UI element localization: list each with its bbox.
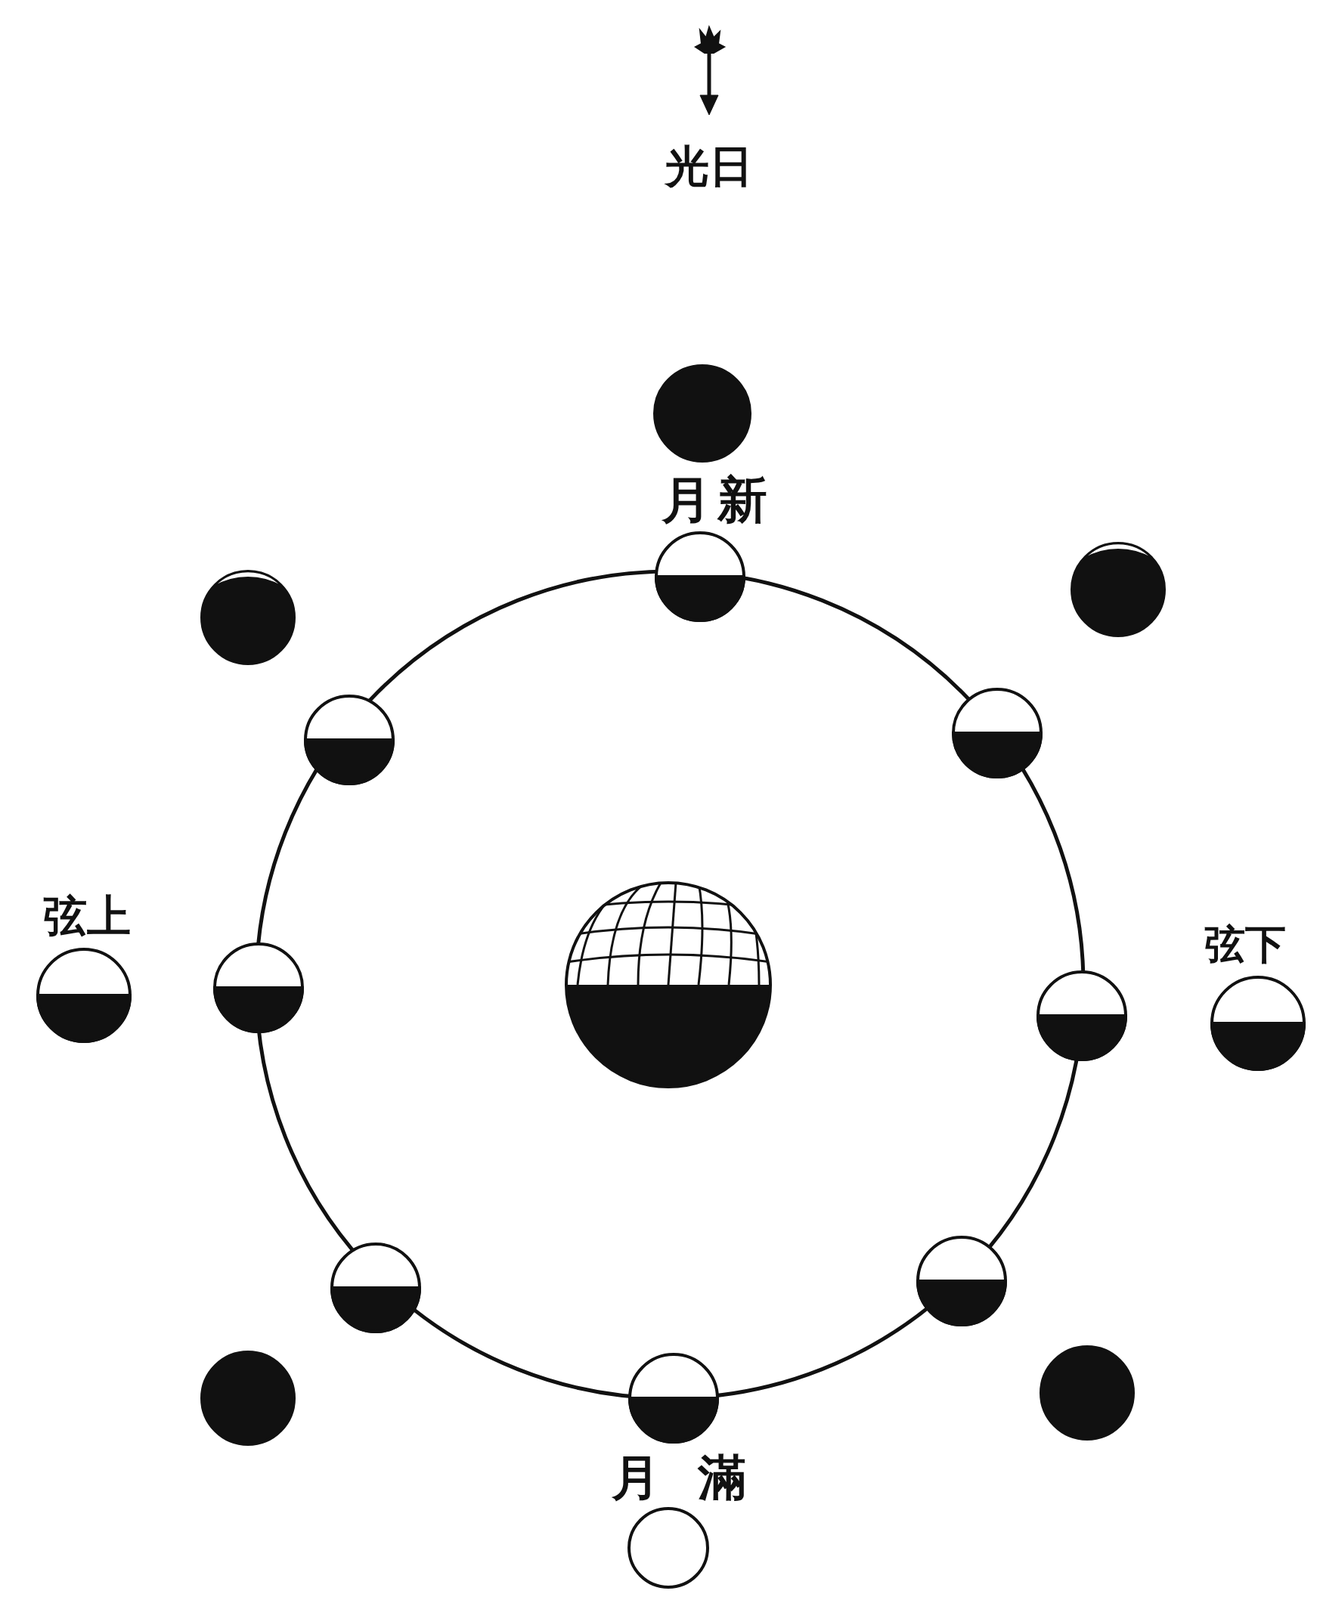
phase-label: 月新 [655, 475, 774, 526]
phase-label: 弦上 [43, 894, 131, 939]
earth-globe [566, 883, 771, 1088]
sunlight-arrow [695, 27, 725, 115]
apparent-moons [37, 365, 1305, 1588]
orbit-moons [214, 532, 1126, 1443]
phase-label: 光日 [665, 144, 753, 189]
moon-orbit [256, 571, 1084, 1399]
phase-label: 月滿 [573, 1453, 784, 1503]
phase-label: 弦下 [1204, 924, 1286, 966]
